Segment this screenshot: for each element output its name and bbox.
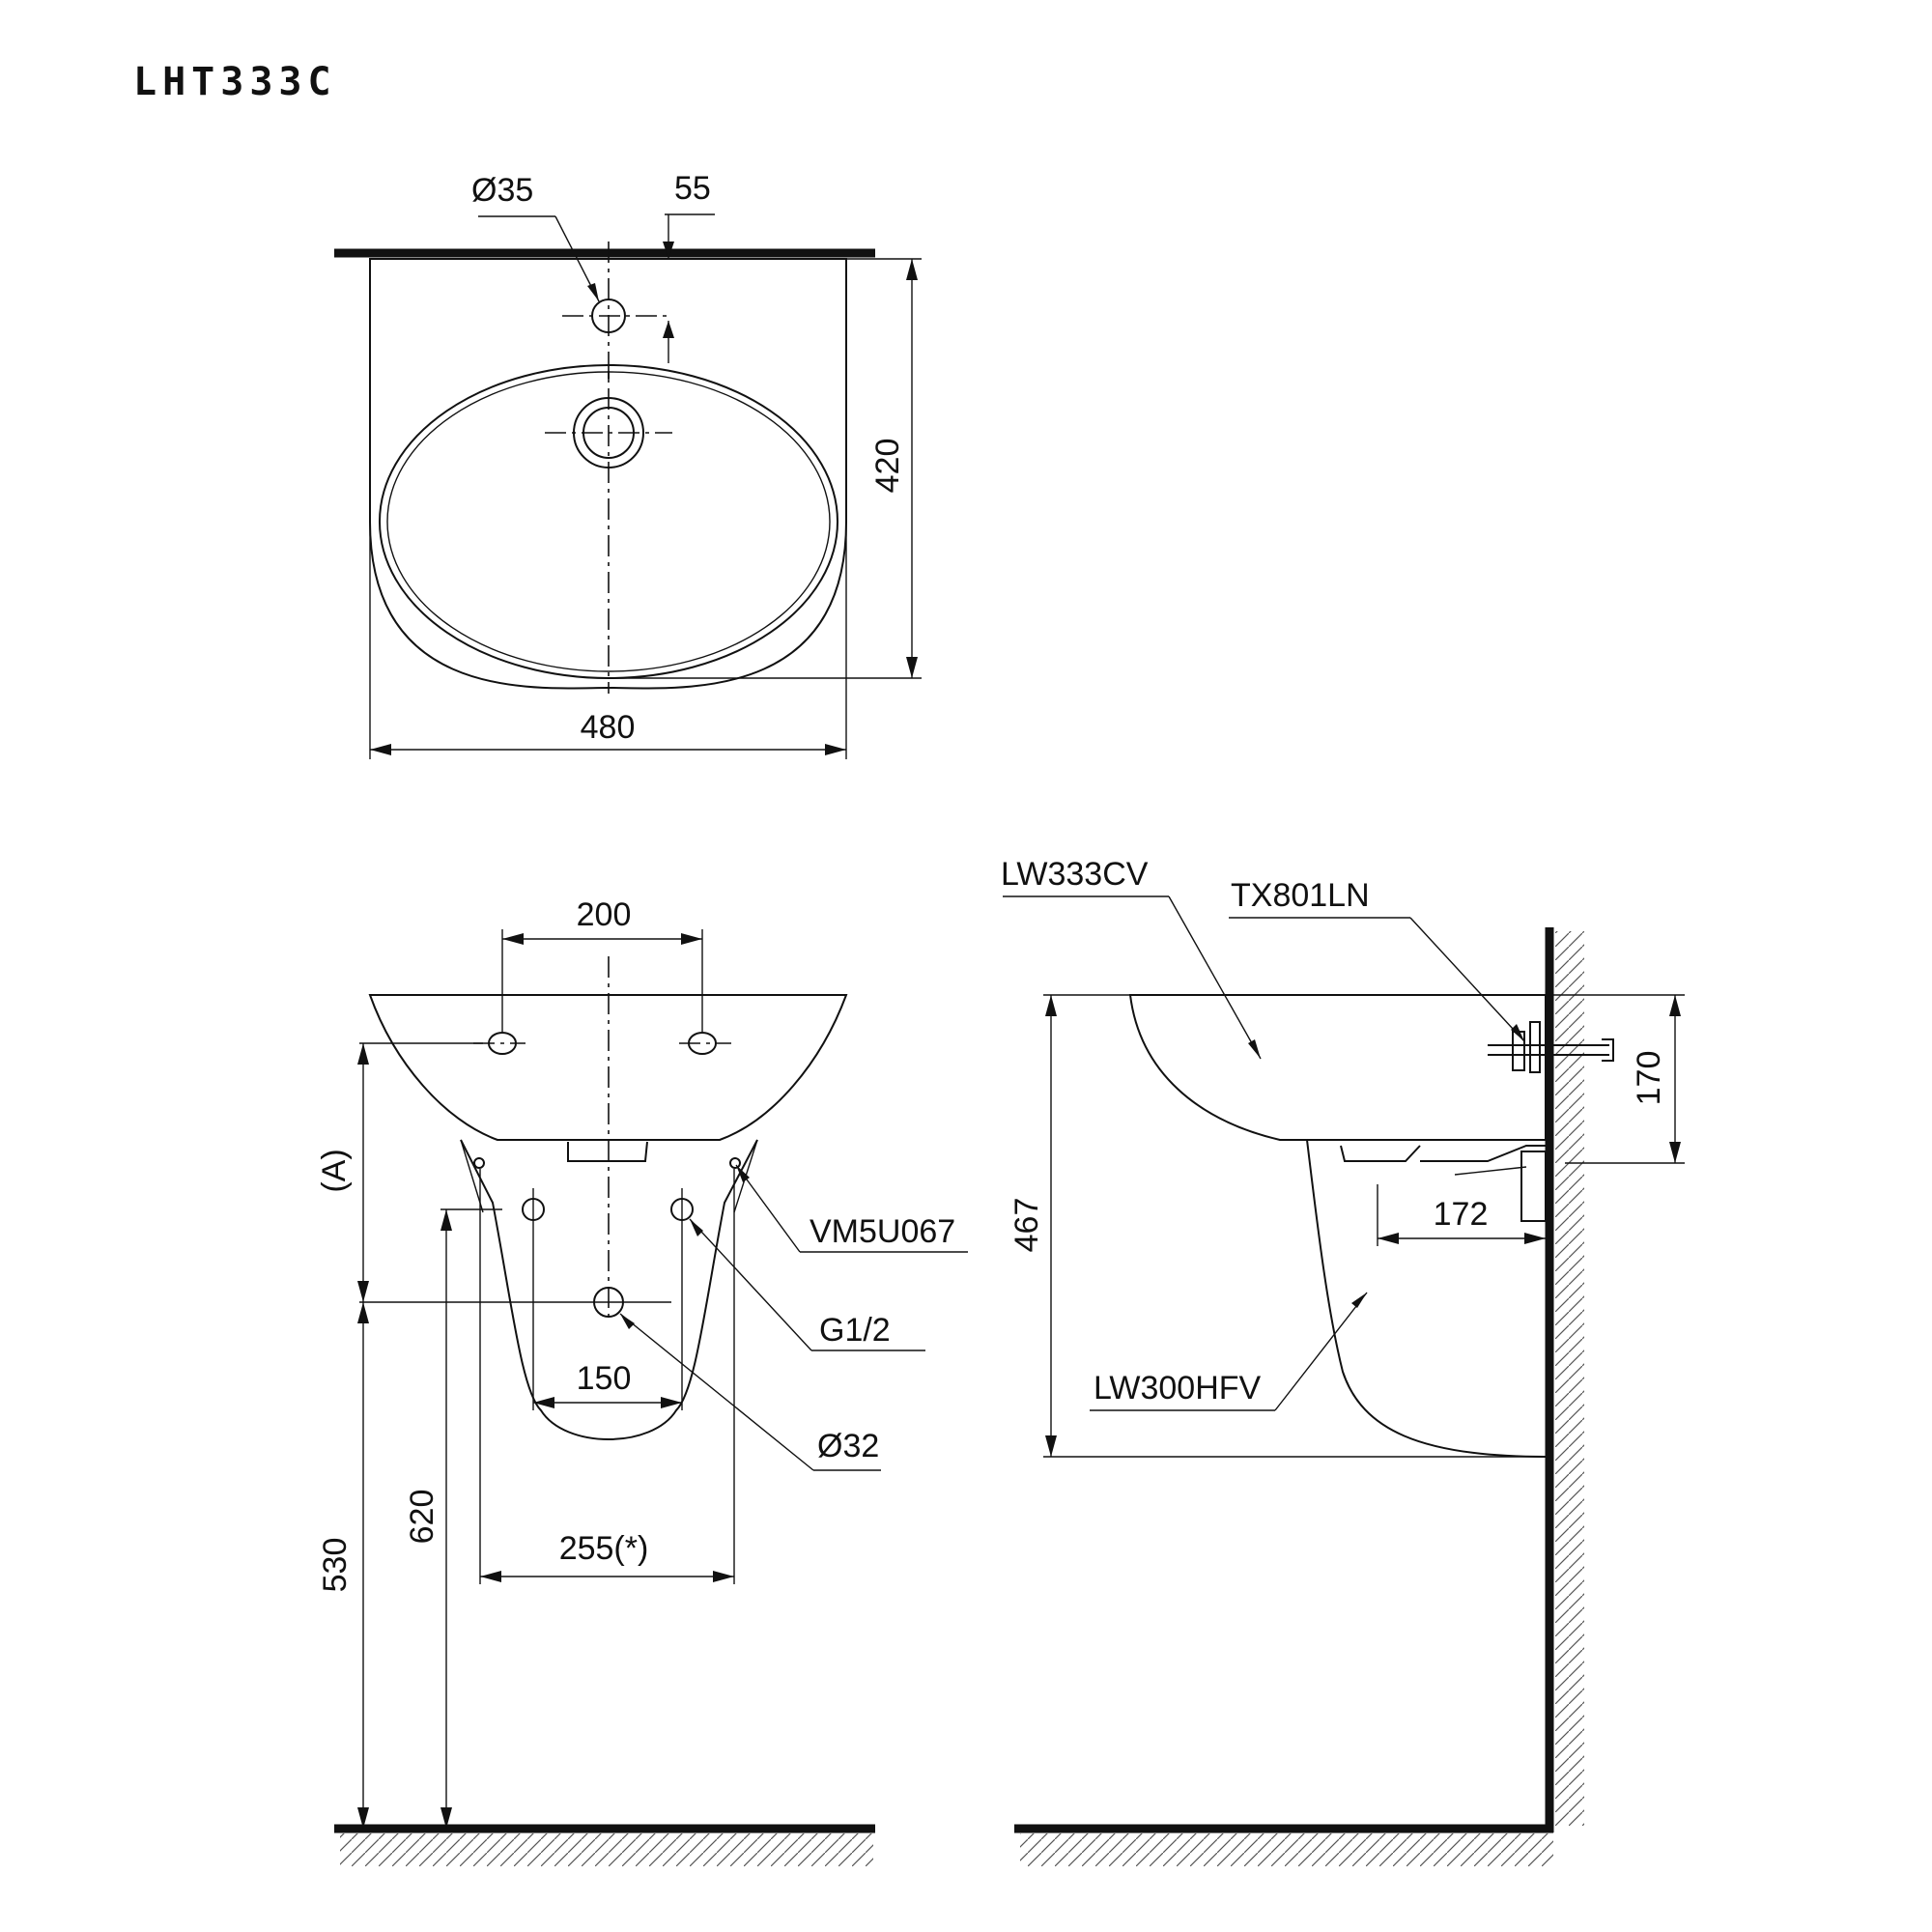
front-floor-hatch: [340, 1833, 873, 1866]
hole-diameter-label: Ø35: [471, 172, 533, 209]
bracket-hole-left: [473, 1157, 485, 1169]
pedestal-side: [1306, 1139, 1547, 1458]
pedestal-front: [460, 1139, 758, 1440]
top-view: Ø35 55 420 480: [334, 170, 922, 759]
height-a-label: (A): [316, 1149, 353, 1192]
supply-spacing-label: 150: [577, 1360, 632, 1397]
basin-front: [368, 994, 848, 1141]
offset-label: 55: [674, 170, 711, 207]
hole-spacing-label: 200: [577, 896, 632, 933]
drain-height-label: 530: [317, 1538, 354, 1593]
trap-height-label: 170: [1631, 1051, 1667, 1106]
trap-part-label: TX801LN: [1231, 877, 1370, 914]
pedestal-width-label: 255(*): [559, 1530, 649, 1567]
thread-label: G1/2: [819, 1312, 891, 1349]
wall-bolt: [1488, 1021, 1614, 1073]
pedestal-part-label: LW300HFV: [1094, 1370, 1262, 1406]
wall-hatch: [1555, 931, 1584, 1826]
model-title: LHT333C: [133, 60, 337, 104]
front-view: 200 (A) 530 620 150 255(*): [316, 896, 968, 1866]
basin-side: [1128, 994, 1547, 1141]
depth-label: 420: [869, 439, 906, 494]
side-floor-hatch: [1020, 1833, 1553, 1866]
supply-height-label: 620: [404, 1490, 440, 1545]
basin-height-label: 467: [1009, 1198, 1045, 1253]
trap-flange: [1520, 1151, 1547, 1222]
basin-part-label: LW333CV: [1001, 856, 1149, 893]
drain-diameter-label: Ø32: [817, 1428, 879, 1464]
bowl-ellipse: [379, 364, 838, 679]
width-label: 480: [581, 709, 636, 746]
bracket-hole-right: [729, 1157, 741, 1169]
trap-projection-label: 172: [1434, 1196, 1489, 1233]
trap-pipe: [1420, 1145, 1546, 1162]
bracket-part-label: VM5U067: [810, 1213, 955, 1250]
side-view: LW333CV TX801LN LW300HFV 467 170 172: [1001, 856, 1685, 1866]
